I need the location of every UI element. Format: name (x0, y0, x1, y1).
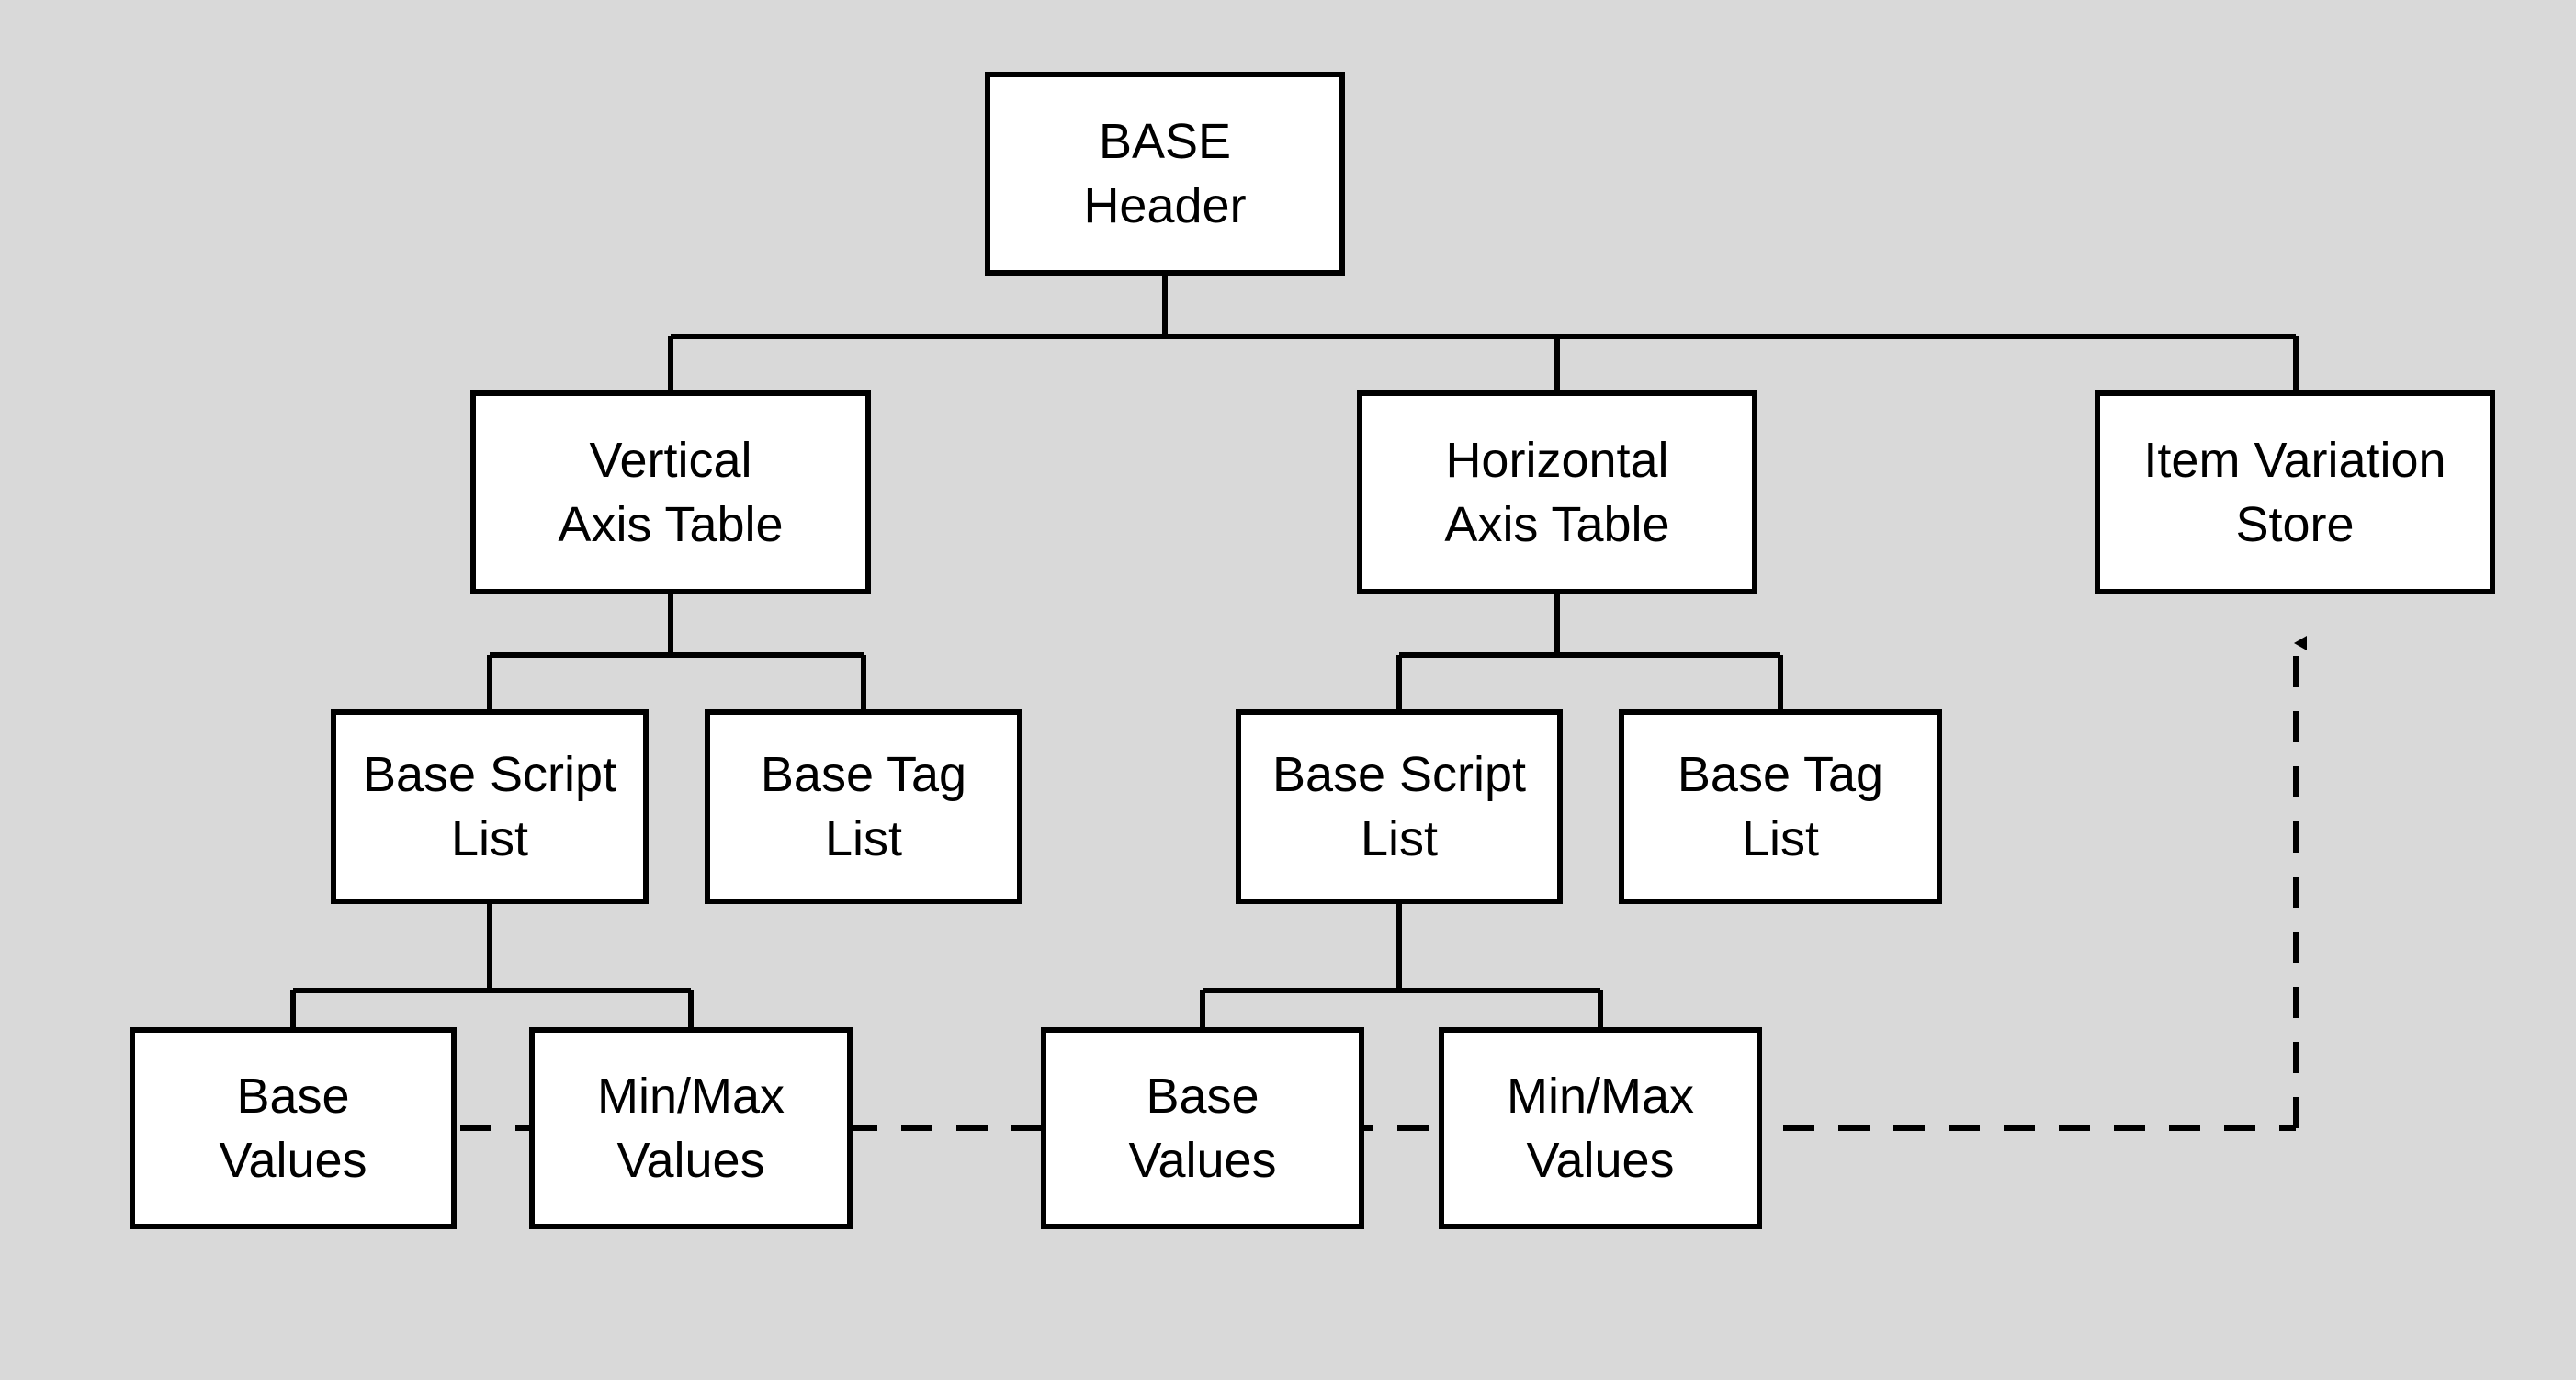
node-label-line1: Vertical (589, 432, 752, 488)
node-label-line2: Values (616, 1133, 765, 1188)
node-label-line2: List (824, 811, 903, 866)
node-label-line2: Axis Table (558, 497, 784, 552)
node-label-line2: List (450, 811, 529, 866)
node-label-line2: Axis Table (1444, 497, 1670, 552)
node-label-line2: Values (1526, 1133, 1675, 1188)
node-base-header[interactable]: BASE Header (985, 72, 1345, 276)
node-label-line2: Values (1128, 1133, 1277, 1188)
node-label-line1: Base (1146, 1068, 1260, 1124)
node-label-line1: Base Script (1271, 746, 1527, 802)
node-label-line1: Base Tag (1677, 746, 1884, 802)
node-label-line2: Header (1083, 178, 1247, 233)
node-label-line1: Base Script (362, 746, 617, 802)
node-label-line1: Base Tag (760, 746, 967, 802)
node-label-line1: BASE (1098, 113, 1232, 169)
node-label-line1: Item Variation (2143, 432, 2446, 488)
node-label-line2: List (1360, 811, 1439, 866)
node-label-line1: Horizontal (1445, 432, 1669, 488)
node-label-line2: Store (2235, 497, 2355, 552)
connector-group (130, 276, 2307, 1131)
node-label-line1: Base (236, 1068, 350, 1124)
node-label-line2: List (1741, 811, 1820, 866)
node-label-line1: Min/Max (596, 1068, 785, 1124)
node-label-line2: Values (219, 1133, 367, 1188)
node-label-line1: Min/Max (1506, 1068, 1695, 1124)
